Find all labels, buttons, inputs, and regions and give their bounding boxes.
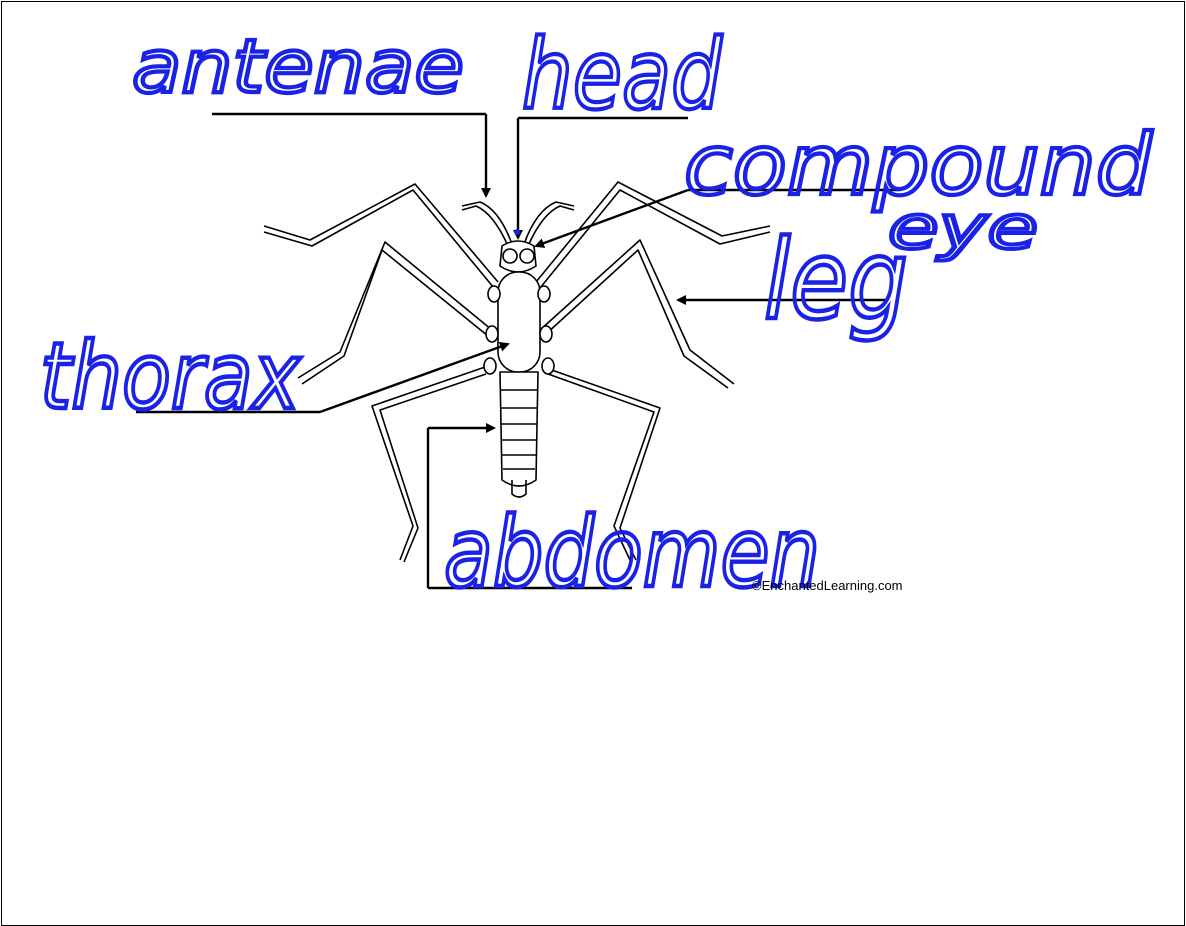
- credit-text: ©EnchantedLearning.com: [752, 578, 903, 593]
- head-drawing: [500, 241, 536, 272]
- label-antennae: antenae: [132, 24, 464, 110]
- thorax-drawing: [484, 272, 554, 374]
- ink-dot: [514, 229, 520, 235]
- label-thorax: thorax: [40, 323, 301, 430]
- antennae-pointer: [212, 114, 486, 196]
- label-head: head: [522, 19, 723, 131]
- handwritten-labels: antenae head compound eye leg thorax abd…: [40, 19, 1153, 609]
- left-middle-leg: [298, 242, 492, 384]
- label-leg: leg: [764, 216, 908, 344]
- left-front-leg: [264, 184, 498, 288]
- right-middle-leg: [540, 240, 734, 388]
- abdomen-drawing: [500, 372, 538, 497]
- label-eye: eye: [888, 193, 1038, 263]
